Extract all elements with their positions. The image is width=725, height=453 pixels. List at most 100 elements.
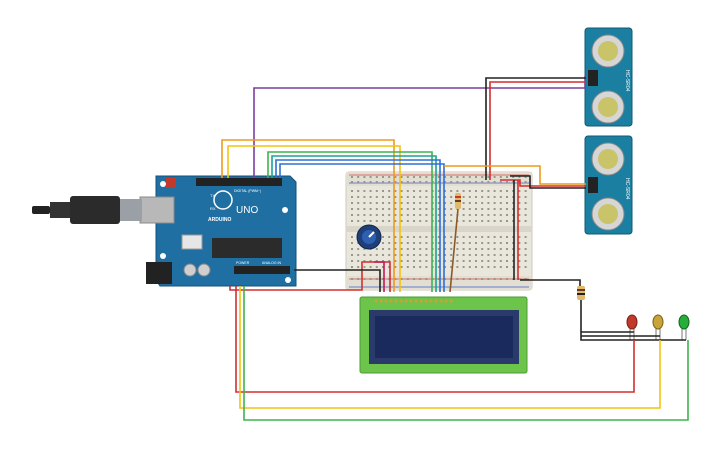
ultrasonic-sensor-1[interactable]: HC-SR04 bbox=[584, 27, 633, 127]
breadboard-hole bbox=[444, 176, 446, 178]
breadboard-hole bbox=[369, 214, 372, 216]
breadboard-hole bbox=[357, 214, 360, 216]
wire-magenta-lcd bbox=[374, 261, 385, 292]
breadboard-hole bbox=[382, 266, 384, 268]
breadboard-hole bbox=[375, 190, 378, 192]
breadboard-hole bbox=[375, 208, 378, 210]
led-yellow[interactable] bbox=[652, 314, 664, 340]
breadboard-hole bbox=[437, 196, 440, 198]
breadboard-hole bbox=[487, 220, 490, 222]
breadboard-hole bbox=[456, 248, 459, 250]
breadboard-hole bbox=[388, 254, 391, 256]
breadboard-hole bbox=[419, 202, 422, 204]
breadboard-hole bbox=[382, 260, 384, 262]
power-jack[interactable] bbox=[146, 262, 172, 284]
breadboard-hole bbox=[462, 278, 465, 280]
breadboard-hole bbox=[382, 181, 384, 183]
breadboard-hole bbox=[462, 254, 465, 256]
breadboard-hole bbox=[369, 220, 372, 222]
wire-black-led-gnd bbox=[580, 300, 686, 341]
breadboard-hole bbox=[456, 190, 459, 192]
breadboard-hole bbox=[481, 208, 484, 210]
lcd-pin bbox=[394, 299, 398, 303]
lcd-pin bbox=[404, 299, 408, 303]
ultrasonic-sensor-2[interactable]: HC-SR04 bbox=[584, 135, 633, 235]
breadboard-hole bbox=[400, 176, 403, 178]
breadboard-hole bbox=[524, 176, 527, 178]
breadboard-hole bbox=[382, 202, 384, 204]
breadboard-hole bbox=[419, 220, 422, 222]
breadboard-hole bbox=[499, 208, 502, 210]
wire-brown-resistor bbox=[449, 208, 459, 293]
breadboard-hole bbox=[456, 278, 459, 280]
breadboard-hole bbox=[419, 260, 422, 262]
breadboard-hole bbox=[425, 236, 428, 238]
breadboard-hole bbox=[450, 254, 453, 256]
arduino-uno-board[interactable]: TX RX ARDUINO UNO DIGITAL (PWM~) POWER A… bbox=[139, 175, 297, 287]
breadboard-hole bbox=[518, 266, 521, 268]
breadboard-hole bbox=[468, 202, 471, 204]
breadboard-hole bbox=[518, 220, 521, 222]
breadboard-hole bbox=[475, 202, 477, 204]
breadboard-hole bbox=[499, 254, 502, 256]
breadboard-hole bbox=[487, 248, 490, 250]
breadboard-hole bbox=[425, 176, 428, 178]
led-green[interactable] bbox=[678, 314, 690, 340]
breadboard-hole bbox=[363, 176, 366, 178]
lcd-display[interactable] bbox=[359, 296, 528, 374]
breadboard-hole bbox=[382, 214, 384, 216]
usb-port[interactable] bbox=[139, 196, 175, 224]
reset-button[interactable] bbox=[166, 178, 176, 188]
breadboard-hole bbox=[351, 176, 353, 178]
breadboard-hole bbox=[518, 260, 521, 262]
breadboard[interactable] bbox=[345, 171, 533, 291]
breadboard-hole bbox=[493, 236, 496, 238]
wire-green-led bbox=[243, 286, 689, 421]
breadboard-hole bbox=[481, 214, 484, 216]
breadboard-hole bbox=[413, 190, 415, 192]
breadboard-hole bbox=[506, 176, 508, 178]
breadboard-hole bbox=[518, 242, 521, 244]
breadboard-hole bbox=[425, 220, 428, 222]
led-red[interactable] bbox=[626, 314, 638, 340]
breadboard-hole bbox=[518, 248, 521, 250]
breadboard-hole bbox=[388, 181, 391, 183]
breadboard-hole bbox=[444, 208, 446, 210]
breadboard-hole bbox=[406, 278, 409, 280]
breadboard-hole bbox=[382, 176, 384, 178]
breadboard-hole bbox=[450, 181, 453, 183]
breadboard-hole bbox=[506, 254, 508, 256]
resistor-breadboard bbox=[455, 193, 461, 209]
breadboard-hole bbox=[413, 266, 415, 268]
breadboard-hole bbox=[475, 220, 477, 222]
potentiometer[interactable] bbox=[356, 224, 382, 250]
breadboard-hole bbox=[487, 190, 490, 192]
wire-yellow-led bbox=[239, 286, 661, 409]
model-label: UNO bbox=[236, 205, 258, 216]
breadboard-hole bbox=[437, 248, 440, 250]
breadboard-hole bbox=[481, 181, 484, 183]
breadboard-hole bbox=[524, 266, 527, 268]
breadboard-hole bbox=[394, 248, 397, 250]
breadboard-hole bbox=[475, 254, 477, 256]
breadboard-hole bbox=[400, 260, 403, 262]
breadboard-hole bbox=[388, 260, 391, 262]
wire-black-gnd bbox=[294, 269, 381, 292]
breadboard-hole bbox=[468, 278, 471, 280]
lcd-pin bbox=[434, 299, 438, 303]
breadboard-hole bbox=[475, 278, 477, 280]
tx-label: TX bbox=[210, 193, 215, 198]
breadboard-hole bbox=[444, 214, 446, 216]
breadboard-hole bbox=[351, 248, 353, 250]
lcd-pin bbox=[399, 299, 403, 303]
breadboard-hole bbox=[406, 242, 409, 244]
breadboard-hole bbox=[437, 190, 440, 192]
breadboard-hole bbox=[382, 254, 384, 256]
breadboard-hole bbox=[462, 266, 465, 268]
breadboard-hole bbox=[499, 278, 502, 280]
breadboard-hole bbox=[351, 190, 353, 192]
breadboard-hole bbox=[524, 242, 527, 244]
breadboard-hole bbox=[437, 220, 440, 222]
breadboard-hole bbox=[375, 181, 378, 183]
